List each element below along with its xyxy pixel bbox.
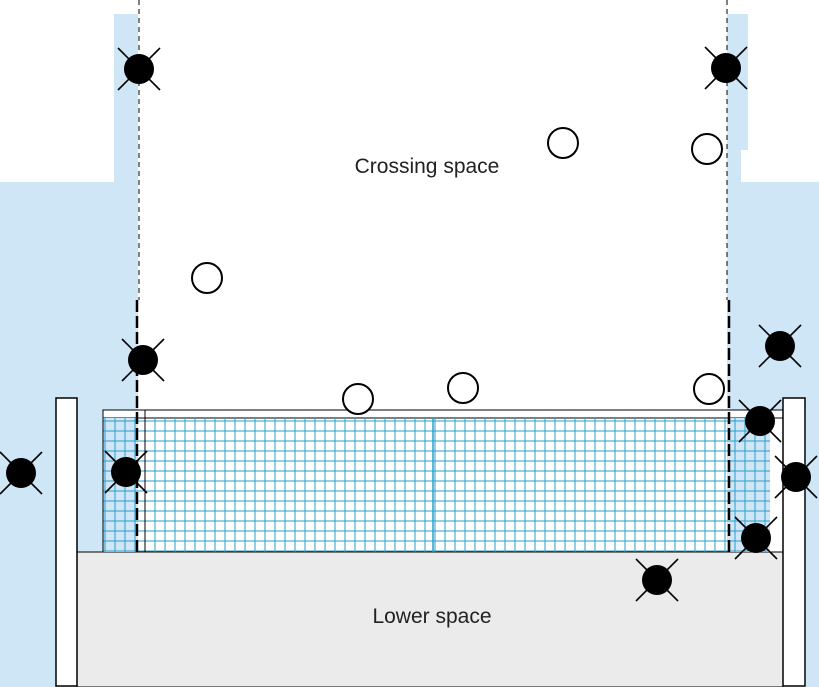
left-post: [55, 397, 78, 687]
player-out-marker: [104, 450, 148, 494]
player-out-marker: [738, 399, 782, 443]
player-in-marker: [191, 262, 223, 294]
crossing-space-label: Crossing space: [355, 155, 500, 178]
player-out-marker: [734, 516, 778, 560]
player-in-marker: [691, 133, 723, 165]
player-out-marker: [704, 46, 748, 90]
player-out-marker: [121, 338, 165, 382]
player-out-marker: [774, 455, 818, 499]
net-top-band: [102, 409, 784, 419]
player-out-marker: [117, 47, 161, 91]
player-out-marker: [758, 324, 802, 368]
net-mesh: [102, 410, 770, 552]
outer-zone: [0, 14, 138, 687]
player-out-marker: [635, 558, 679, 602]
lower-space-label: Lower space: [372, 605, 491, 628]
right-post: [782, 397, 806, 687]
player-in-marker: [693, 373, 725, 405]
markers-layer: [0, 46, 818, 602]
player-out-marker: [0, 451, 43, 495]
player-in-marker: [547, 127, 579, 159]
player-in-marker: [342, 383, 374, 415]
player-in-marker: [447, 372, 479, 404]
